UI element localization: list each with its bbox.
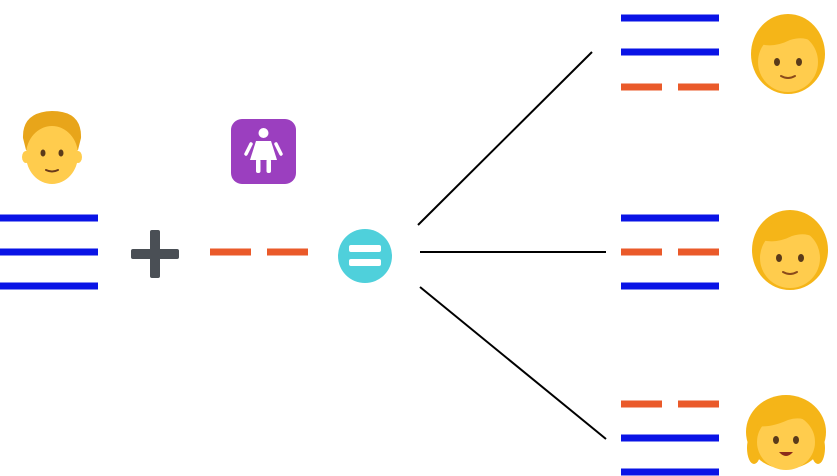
man-emoji-icon bbox=[22, 111, 82, 184]
connectors bbox=[417, 51, 607, 440]
male-parent-lines bbox=[0, 214, 98, 290]
connector-bottom bbox=[419, 286, 607, 440]
child-emoji-icon bbox=[751, 14, 825, 94]
equals-sign-icon bbox=[338, 229, 392, 283]
girl-emoji-icon bbox=[746, 395, 826, 470]
offspring-3-lines bbox=[621, 400, 719, 476]
plus-sign-icon bbox=[131, 230, 179, 278]
offspring-2-lines bbox=[621, 214, 719, 290]
child-emoji-icon bbox=[752, 210, 828, 290]
connector-top bbox=[417, 51, 593, 226]
woman-restroom-symbol-icon bbox=[231, 119, 296, 184]
offspring-1-lines bbox=[621, 14, 719, 91]
